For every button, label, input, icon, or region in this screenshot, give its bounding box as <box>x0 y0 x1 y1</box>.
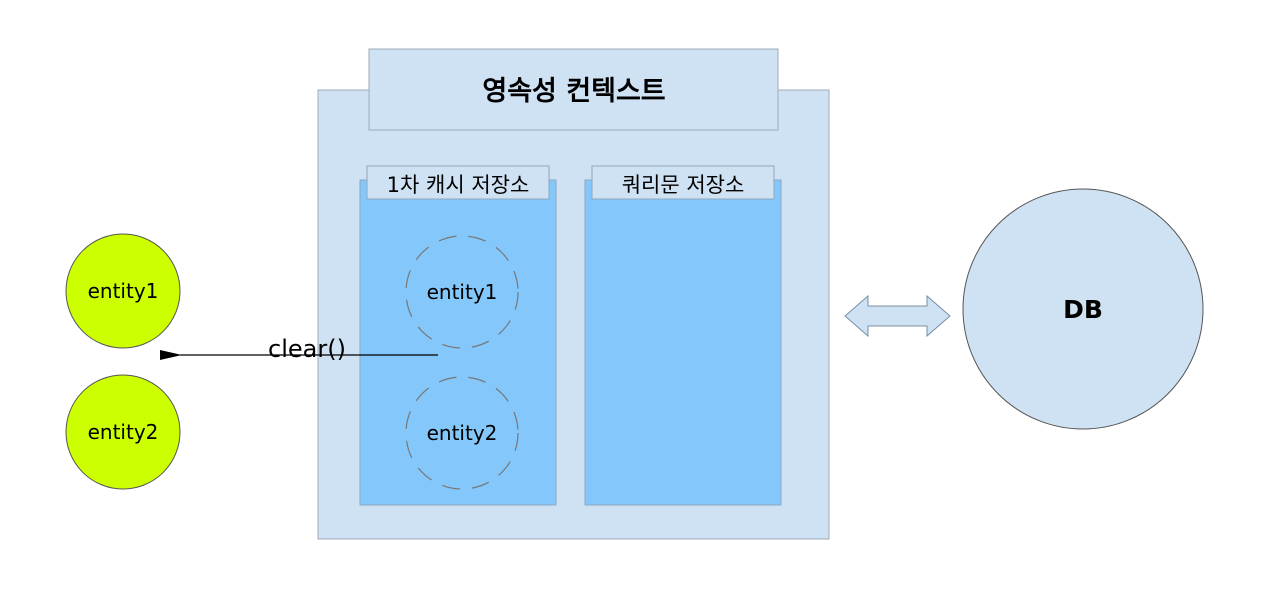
double-arrow-icon <box>844 294 951 338</box>
cached-entity-circle <box>405 235 519 349</box>
query-store <box>584 179 782 506</box>
persistence-context-title-box <box>368 48 779 131</box>
database-circle <box>962 188 1204 430</box>
database-label: DB <box>1063 295 1103 324</box>
first-level-cache-store <box>359 179 557 506</box>
cached-entity-label: entity2 <box>427 421 498 445</box>
first-level-cache-label: 1차 캐시 저장소 <box>387 173 530 197</box>
persistence-context-title: 영속성 컨텍스트 <box>482 76 665 107</box>
detached-entity-label: entity2 <box>88 420 159 444</box>
detached-entity-circle <box>65 374 181 490</box>
cached-entity-circle <box>405 376 519 490</box>
detached-entity-label: entity1 <box>88 279 159 303</box>
detached-entity-circle <box>65 233 181 349</box>
first-level-cache-label-box <box>366 165 550 200</box>
query-store-label-box <box>591 165 775 200</box>
cached-entity-label: entity1 <box>427 280 498 304</box>
query-store-label: 쿼리문 저장소 <box>622 173 745 197</box>
clear-call-label: clear() <box>268 335 346 363</box>
